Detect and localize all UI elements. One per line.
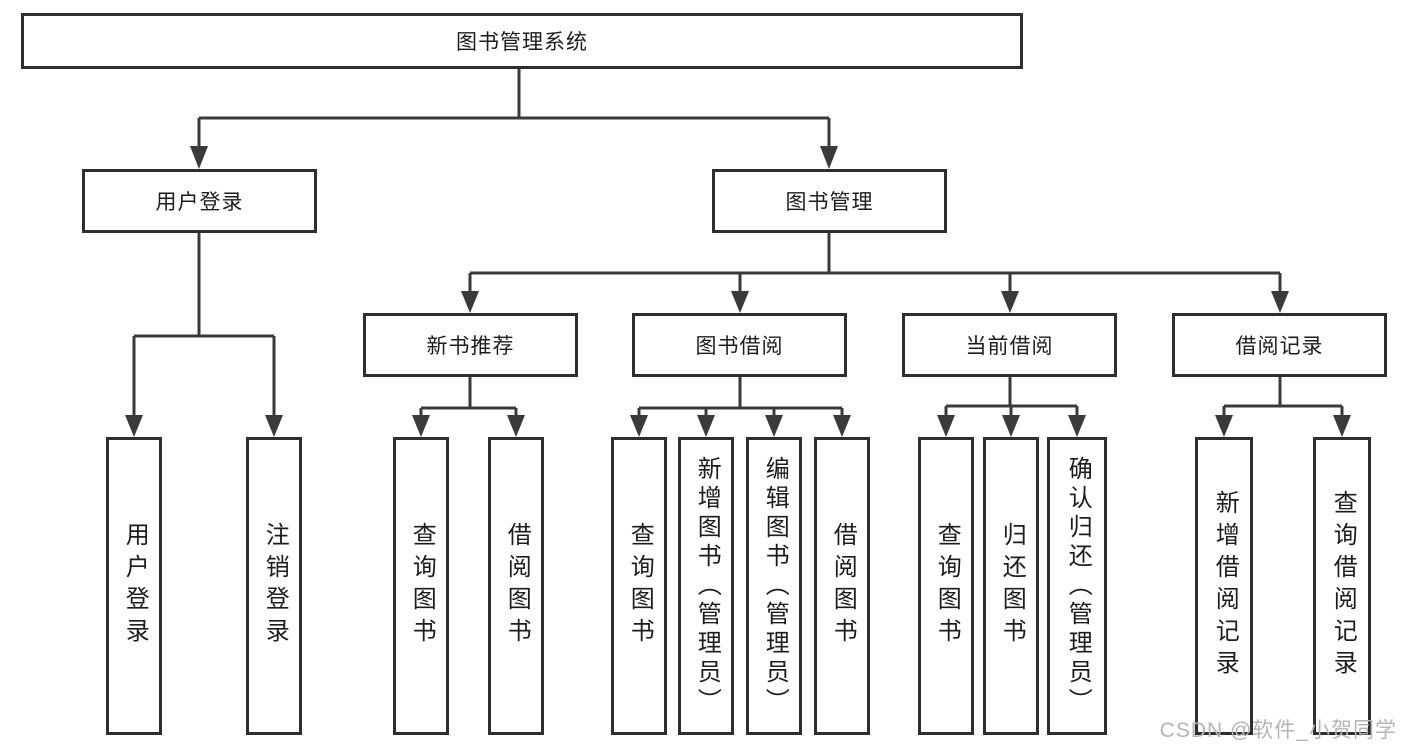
- leaf-confirm-return-admin-label: 确认归还（管理员）: [1064, 455, 1092, 717]
- leaf-edit-book-admin: 编辑图书（管理员）: [746, 437, 802, 735]
- leaf-user-login-label: 用户登录: [121, 522, 149, 650]
- leaf-logout: 注销登录: [246, 437, 302, 735]
- connector-currentborrow-to-leaves: [944, 377, 1079, 418]
- leaf-borrow-book: 借阅图书: [814, 437, 870, 735]
- connector-root-to-level2: [197, 69, 831, 150]
- leaf-query-book-borrow: 查询图书: [611, 437, 667, 735]
- arrowheads: [125, 146, 1351, 437]
- leaf-borrow-book-label: 借阅图书: [829, 522, 857, 650]
- leaf-query-book-current: 查询图书: [918, 437, 974, 735]
- leaf-query-borrow-record: 查询借阅记录: [1313, 437, 1371, 735]
- node-borrow-record: 借阅记录: [1172, 313, 1387, 377]
- leaf-borrow-book-recommend-label: 借阅图书: [503, 522, 531, 650]
- node-root-library-system: 图书管理系统: [21, 13, 1023, 69]
- leaf-return-book-label: 归还图书: [998, 522, 1026, 650]
- connector-newbook-to-leaves: [419, 377, 518, 418]
- node-borrow-record-label: 借阅记录: [1235, 335, 1324, 358]
- node-book-borrow: 图书借阅: [632, 313, 847, 377]
- leaf-add-book-admin-label: 新增图书（管理员）: [693, 455, 721, 717]
- node-current-borrow-label: 当前借阅: [965, 335, 1054, 358]
- leaf-return-book: 归还图书: [983, 437, 1039, 735]
- connector-borrowrecord-to-leaves: [1222, 377, 1344, 418]
- node-new-book-recommend-label: 新书推荐: [426, 335, 515, 358]
- leaf-logout-label: 注销登录: [261, 522, 289, 650]
- leaf-query-borrow-record-label: 查询借阅记录: [1329, 490, 1357, 682]
- leaf-borrow-book-recommend: 借阅图书: [488, 437, 544, 735]
- leaf-query-book-recommend-label: 查询图书: [408, 522, 436, 650]
- leaf-add-book-admin: 新增图书（管理员）: [678, 437, 734, 735]
- leaf-add-borrow-record: 新增借阅记录: [1195, 437, 1253, 735]
- node-book-management-label: 图书管理: [785, 191, 874, 214]
- connector-userlogin-to-leaves: [132, 233, 276, 418]
- node-user-login-label: 用户登录: [155, 191, 244, 214]
- leaf-query-book-recommend: 查询图书: [393, 437, 449, 735]
- leaf-confirm-return-admin: 确认归还（管理员）: [1047, 437, 1107, 735]
- node-book-borrow-label: 图书借阅: [695, 335, 784, 358]
- leaf-add-borrow-record-label: 新增借阅记录: [1211, 490, 1239, 682]
- node-book-management: 图书管理: [712, 169, 947, 233]
- node-root-label: 图书管理系统: [456, 31, 588, 54]
- node-new-book-recommend: 新书推荐: [363, 313, 578, 377]
- connector-bookborrow-to-leaves: [637, 377, 844, 418]
- leaf-edit-book-admin-label: 编辑图书（管理员）: [761, 455, 789, 717]
- csdn-watermark: CSDN @软件_小贺同学: [1159, 719, 1397, 742]
- node-current-borrow: 当前借阅: [902, 313, 1117, 377]
- node-user-login: 用户登录: [82, 169, 317, 233]
- leaf-query-book-borrow-label: 查询图书: [626, 522, 654, 650]
- leaf-user-login: 用户登录: [106, 437, 162, 735]
- connector-bookmgmt-to-level3: [468, 233, 1282, 294]
- leaf-query-book-current-label: 查询图书: [933, 522, 961, 650]
